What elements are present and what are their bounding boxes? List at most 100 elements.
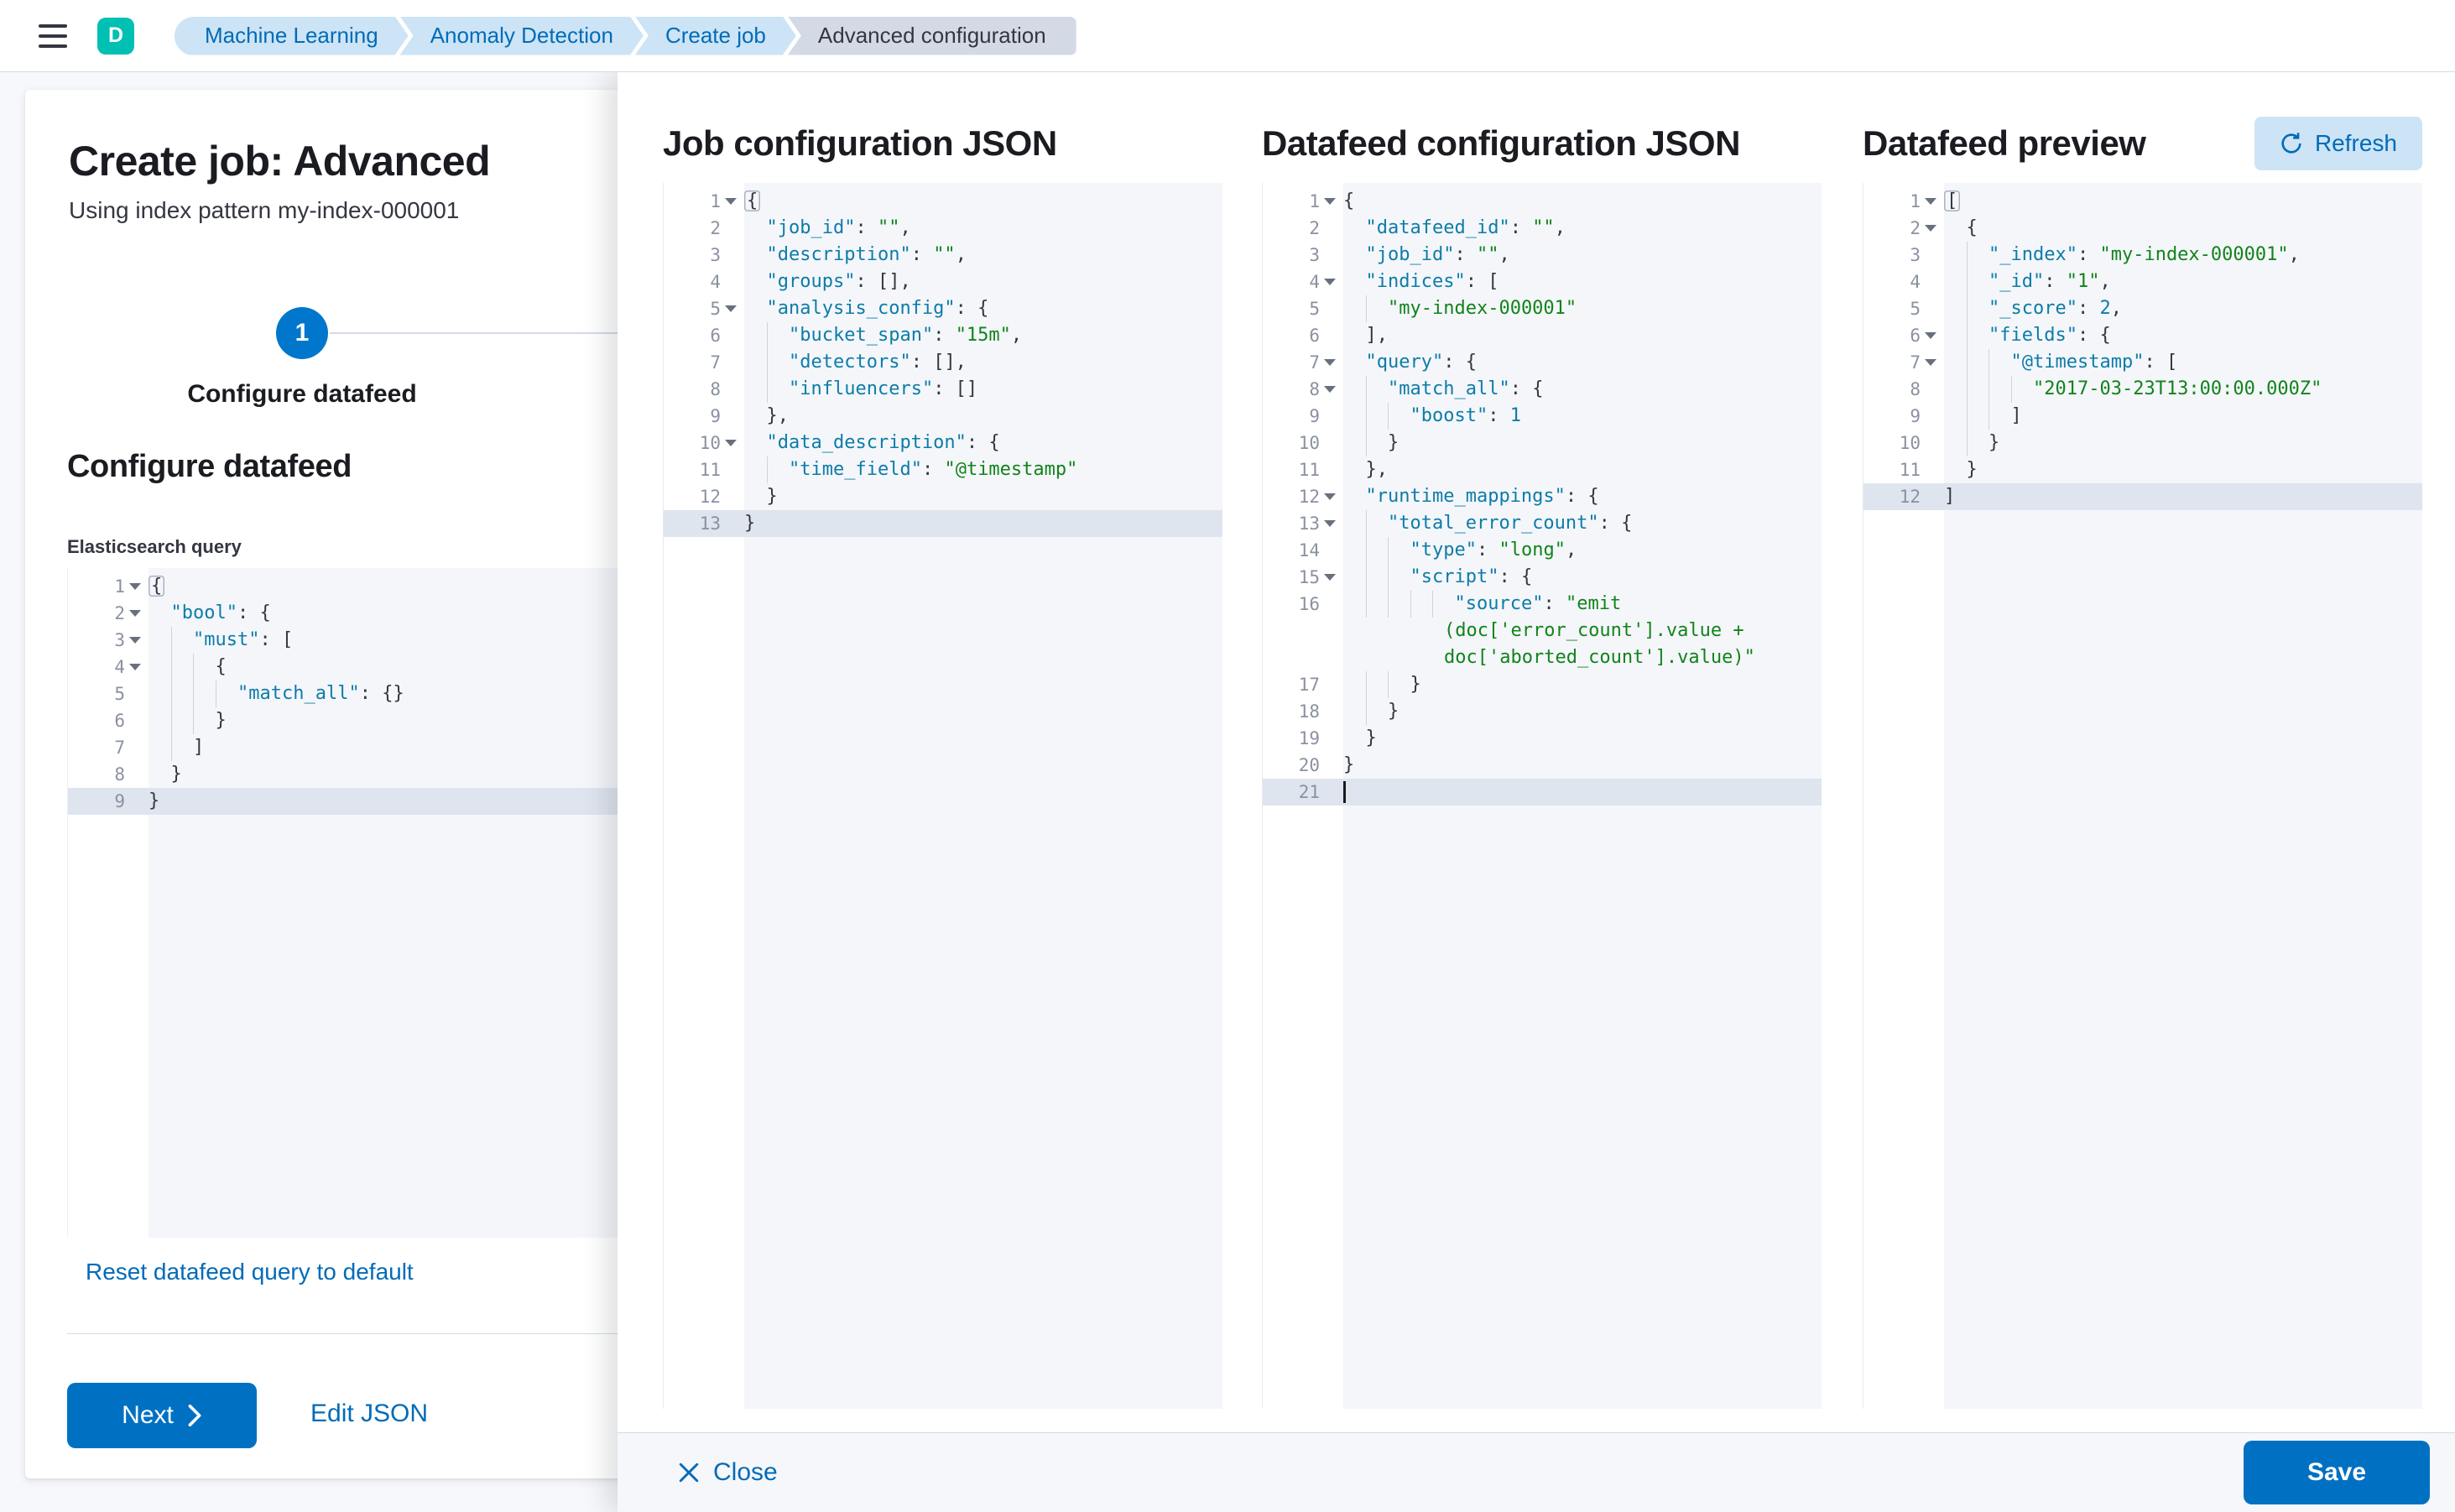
refresh-button-label: Refresh [2314, 130, 2397, 156]
code-line: 2"job_id": "", [710, 217, 911, 238]
line-number: 6 [114, 711, 125, 731]
line-number: 1 [710, 191, 721, 211]
code-line: 5"my-index-000001" [1263, 295, 1822, 322]
line-number: 3 [1910, 245, 1921, 265]
next-button[interactable]: Next [67, 1383, 257, 1448]
fold-arrow-icon[interactable] [125, 573, 145, 600]
code-line: 8"influencers": [] [664, 376, 1222, 403]
breadcrumb-create-job[interactable]: Create job [635, 17, 796, 55]
code-line: 9}, [710, 405, 789, 426]
fold-arrow-icon[interactable] [125, 654, 145, 680]
edit-json-link[interactable]: Edit JSON [310, 1400, 429, 1427]
line-number: 3 [114, 630, 125, 650]
code-line: 5"analysis_config": { [664, 295, 1222, 322]
breadcrumb: Machine Learning Anomaly Detection Creat… [175, 16, 1076, 55]
fold-arrow-icon[interactable] [1320, 269, 1340, 295]
line-number: 2 [1309, 218, 1320, 238]
code-line: 8"match_all": { [1263, 376, 1822, 403]
line-number: 12 [1298, 487, 1320, 507]
code-line: 1[ [1863, 188, 2422, 215]
fold-arrow-icon[interactable] [1921, 188, 1941, 215]
code-line: 4"groups": [], [710, 271, 911, 292]
fold-arrow-icon[interactable] [721, 295, 741, 322]
line-number: 11 [699, 460, 721, 480]
code-line: 2"datafeed_id": "", [1309, 217, 1566, 238]
line-number: 1 [1910, 191, 1921, 211]
code-line: 4{ [68, 654, 822, 680]
line-number: 5 [710, 299, 721, 319]
line-number: 12 [699, 487, 721, 507]
line-number: 13 [699, 514, 721, 534]
text-cursor [1343, 781, 1346, 803]
fold-arrow-icon[interactable] [1921, 349, 1941, 376]
code-line: 15"script": { [1263, 564, 1822, 591]
code-line: 16"source": "emit [1263, 591, 1822, 618]
next-button-label: Next [122, 1401, 174, 1429]
fold-arrow-icon[interactable] [1320, 188, 1340, 215]
code-line: 2{ [1863, 215, 2422, 242]
code-line: 9] [1863, 403, 2422, 430]
datafeed-preview-editor[interactable]: 1[2{3"_index": "my-index-000001",4"_id":… [1863, 183, 2422, 1409]
fold-arrow-icon[interactable] [721, 430, 741, 456]
line-number: 5 [114, 684, 125, 704]
fold-arrow-icon[interactable] [1320, 510, 1340, 537]
line-number: 7 [114, 738, 125, 758]
fold-arrow-icon[interactable] [125, 627, 145, 654]
code-line: 1{ [68, 573, 822, 600]
step-1-indicator[interactable]: 1 [276, 307, 328, 359]
datafeed-config-editor[interactable]: 1{2"datafeed_id": "",3"job_id": "",4"ind… [1262, 183, 1822, 1409]
line-number: 10 [1298, 433, 1320, 453]
job-configuration-title: Job configuration JSON [663, 123, 1057, 163]
user-avatar[interactable]: D [97, 17, 134, 55]
job-config-editor[interactable]: 1{2"job_id": "",3"description": "",4"gro… [663, 183, 1222, 1409]
chevron-right-icon [188, 1404, 201, 1427]
hamburger-menu-icon[interactable] [34, 16, 74, 56]
datafeed-preview-title: Datafeed preview [1863, 123, 2146, 163]
configure-datafeed-heading: Configure datafeed [67, 449, 352, 484]
line-number: 5 [1309, 299, 1320, 319]
close-button[interactable]: Close [673, 1457, 783, 1488]
line-number: 19 [1298, 728, 1320, 748]
line-number: 7 [1910, 352, 1921, 373]
code-line: 5"_score": 2, [1863, 295, 2422, 322]
refresh-button[interactable]: Refresh [2254, 117, 2422, 170]
line-number: 6 [710, 326, 721, 346]
code-line: 12] [1863, 483, 2422, 510]
fold-arrow-icon[interactable] [721, 188, 741, 215]
fold-arrow-icon[interactable] [1320, 349, 1340, 376]
line-number: 1 [1309, 191, 1320, 211]
line-number: 18 [1298, 701, 1320, 722]
line-number: 8 [710, 379, 721, 399]
page-subtitle: Using index pattern my-index-000001 [69, 197, 460, 223]
fold-arrow-icon[interactable] [1921, 322, 1941, 349]
code-line: 11"time_field": "@timestamp" [664, 456, 1222, 483]
line-number: 14 [1298, 540, 1320, 560]
code-line: 3"must": [ [68, 627, 822, 654]
fold-arrow-icon[interactable] [1320, 483, 1340, 510]
code-line: 9"boost": 1 [1263, 403, 1822, 430]
line-number: 2 [710, 218, 721, 238]
breadcrumb-machine-learning[interactable]: Machine Learning [175, 17, 409, 55]
code-line: 7] [68, 734, 822, 761]
fold-arrow-icon[interactable] [125, 600, 145, 627]
line-number: 16 [1298, 594, 1320, 614]
fold-arrow-icon[interactable] [1320, 564, 1340, 591]
fold-arrow-icon[interactable] [1921, 215, 1941, 242]
fold-arrow-icon[interactable] [1320, 376, 1340, 403]
code-line: 20} [1298, 754, 1355, 775]
reset-datafeed-query-link[interactable]: Reset datafeed query to default [86, 1259, 414, 1285]
code-line: 12"runtime_mappings": { [1263, 483, 1822, 510]
code-line: 13"total_error_count": { [1263, 510, 1822, 537]
code-line: 18} [1263, 698, 1822, 725]
line-number: 8 [114, 764, 125, 785]
code-line: 7"detectors": [], [664, 349, 1222, 376]
breadcrumb-anomaly-detection[interactable]: Anomaly Detection [400, 17, 644, 55]
save-button[interactable]: Save [2244, 1441, 2430, 1504]
line-number: 15 [1298, 567, 1320, 587]
line-number: 3 [710, 245, 721, 265]
code-line: 6"bucket_span": "15m", [664, 322, 1222, 349]
line-number: 7 [710, 352, 721, 373]
flyout-footer: Close Save [618, 1432, 2455, 1512]
line-number: 6 [1910, 326, 1921, 346]
line-number: 11 [1298, 460, 1320, 480]
